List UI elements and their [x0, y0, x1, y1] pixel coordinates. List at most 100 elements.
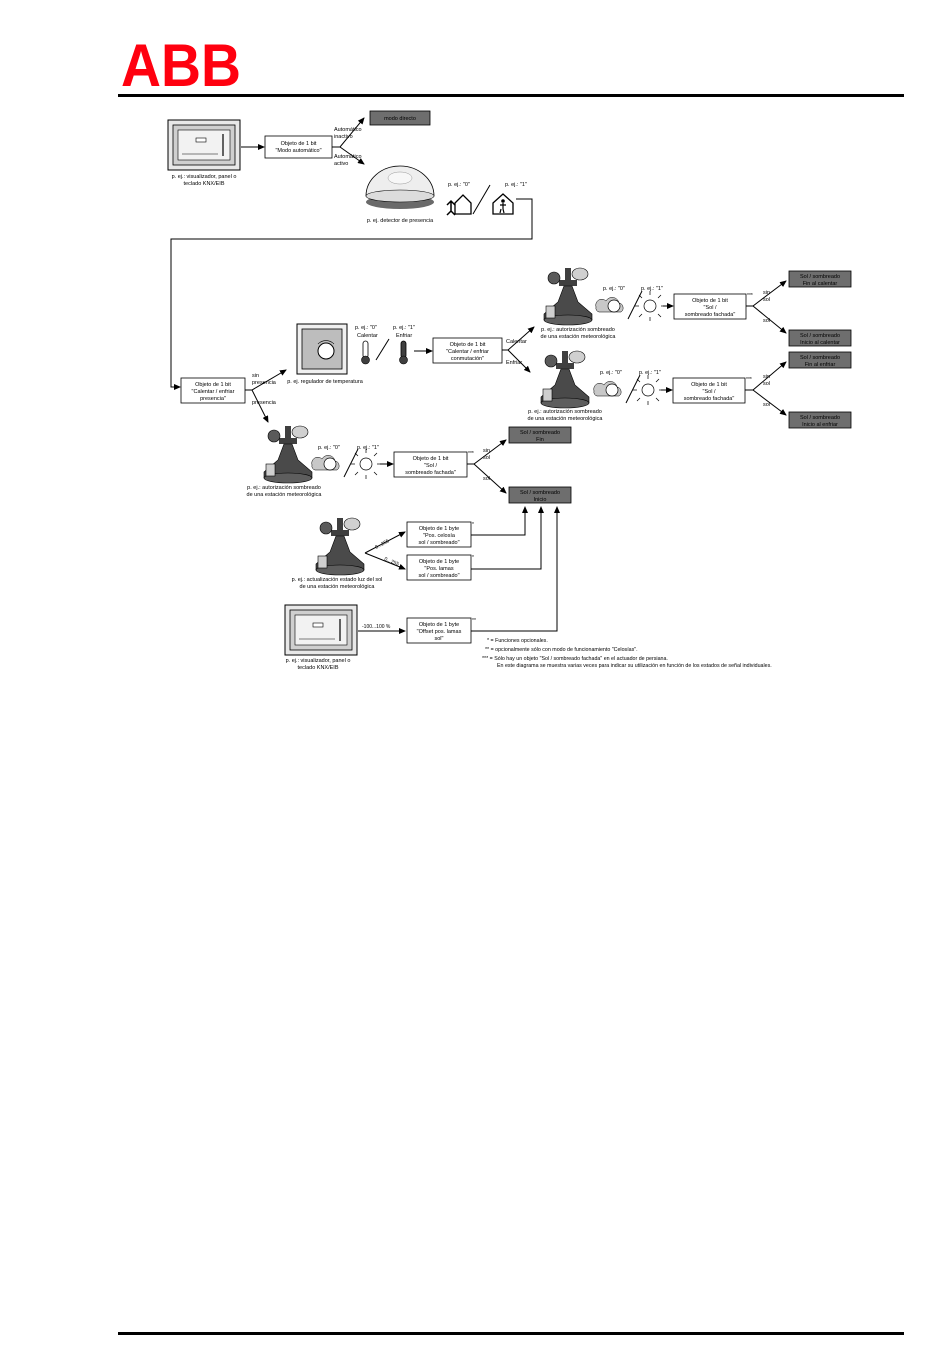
label: sol [483, 455, 490, 461]
label: presencia [252, 400, 277, 406]
label: p. ej.: "0" [355, 325, 377, 331]
svg-text:Sol / sombreado: Sol / sombreado [520, 490, 560, 496]
label: sol [763, 318, 770, 324]
object-sol-fachada-calentar: Objeto de 1 bit "Sol / sombreado fachada… [673, 293, 747, 320]
result-fin: Sol / sombreado Fin [508, 426, 572, 444]
footnote-mark: *** [747, 293, 753, 299]
result-fin-calentar: Sol / sombreado Fin al calentar [788, 270, 852, 288]
label: Enfriar [396, 333, 412, 339]
label: 0...255 [374, 538, 391, 551]
label: sin [763, 290, 770, 296]
arrow [752, 389, 787, 416]
svg-text:En este diagrama se muestra va: En este diagrama se muestra varias veces… [497, 663, 772, 669]
svg-text:sombreado fachada": sombreado fachada" [405, 470, 456, 476]
connector [471, 506, 560, 632]
label: activo [334, 161, 348, 167]
footnotes: * = Funciones opcionales. ** = opcionalm… [482, 638, 772, 669]
label: -100...100 % [362, 624, 391, 630]
label: sol [763, 297, 770, 303]
svg-text:"Pos. celosía: "Pos. celosía [423, 533, 456, 539]
label: sin [763, 374, 770, 380]
label: p. ej.: "1" [393, 325, 415, 331]
footnote-mark: *** [468, 451, 474, 457]
svg-text:Fin al enfriar: Fin al enfriar [805, 362, 836, 368]
label: Automático [334, 154, 362, 160]
svg-text:sol": sol" [435, 636, 444, 642]
separator [375, 338, 390, 361]
caption: de una estación meteorológica [247, 492, 323, 498]
label: p. ej.: "1" [357, 445, 379, 451]
label: 0...255 [383, 556, 400, 567]
caption: de una estación meteorológica [300, 584, 376, 590]
label: Calentar [506, 339, 527, 345]
svg-text:ABB: ABB [121, 40, 241, 87]
caption: p. ej. regulador de temperatura [287, 379, 363, 385]
result-modo-directo: modo directo [369, 110, 431, 126]
label: sol [763, 381, 770, 387]
result-inicio: Sol / sombreado Inicio [508, 486, 572, 504]
connector [471, 506, 544, 570]
svg-text:Objeto de 1 bit: Objeto de 1 bit [450, 342, 486, 348]
svg-text:"Calentar / enfriar: "Calentar / enfriar [446, 349, 489, 355]
arrow [364, 552, 406, 570]
label: inactivo [334, 134, 353, 140]
object-sol-fachada-enfriar: Objeto de 1 bit "Sol / sombreado fachada… [672, 377, 746, 404]
result-fin-enfriar: Sol / sombreado Fin al enfriar [788, 351, 852, 369]
separator [472, 184, 491, 215]
svg-text:*** = Sólo hay un objeto "Sol: *** = Sólo hay un objeto "Sol / sombread… [482, 656, 668, 662]
caption: p. ej.: autorización sombreado [247, 485, 321, 491]
label: p. ej.: "1" [505, 182, 527, 188]
arrow [507, 349, 531, 373]
label: sin [483, 448, 490, 454]
label: p. ej.: "0" [600, 370, 622, 376]
svg-text:Objeto de 1 byte: Objeto de 1 byte [419, 559, 459, 565]
arrow [364, 531, 406, 554]
svg-text:Objeto de 1 bit: Objeto de 1 bit [195, 382, 231, 388]
svg-text:Objeto de 1 bit: Objeto de 1 bit [413, 456, 449, 462]
svg-text:"Calentar / enfriar: "Calentar / enfriar [192, 389, 235, 395]
svg-text:sol / sombreado": sol / sombreado" [418, 540, 459, 546]
svg-text:Objeto de 1 byte: Objeto de 1 byte [419, 622, 459, 628]
svg-text:sombreado fachada": sombreado fachada" [685, 312, 736, 318]
svg-text:Inicio: Inicio [534, 497, 547, 503]
label: p. ej.: "1" [639, 370, 661, 376]
svg-text:Sol / sombreado: Sol / sombreado [800, 415, 840, 421]
arrow [473, 463, 507, 494]
thermometer-hot-icon [399, 340, 408, 365]
house-occupied-icon [492, 193, 514, 215]
svg-text:teclado KNX/EIB: teclado KNX/EIB [298, 665, 339, 671]
object-pos-lamas: Objeto de 1 byte "Pos. lamas sol / sombr… [406, 554, 472, 581]
panel-bottom: p. ej.: visualizador, panel o teclado KN… [284, 604, 358, 671]
svg-text:teclado KNX/EIB: teclado KNX/EIB [184, 181, 225, 187]
thermometer-cold-icon [361, 340, 370, 365]
cloud-sun-icon [593, 374, 664, 406]
svg-text:Objeto de 1 bit: Objeto de 1 bit [281, 141, 317, 147]
weather-station-icon [263, 425, 313, 484]
label: p. ej.: "0" [603, 286, 625, 292]
weather-station-icon [540, 350, 590, 409]
label: presencia [252, 380, 277, 386]
label: sin [252, 373, 259, 379]
svg-text:Inicio al calentar: Inicio al calentar [800, 340, 840, 346]
arrow [251, 389, 269, 423]
cloud-sun-icon [311, 448, 382, 480]
svg-text:Sol / sombreado: Sol / sombreado [800, 355, 840, 361]
footnote-mark: *** [746, 377, 752, 383]
object-modo-automatico: Objeto de 1 bit "Modo automático" [264, 135, 333, 159]
svg-text:Objeto de 1 byte: Objeto de 1 byte [419, 526, 459, 532]
label: Enfriar [506, 360, 522, 366]
caption: p. ej.: autorización sombreado [528, 409, 602, 415]
object-offset-lamas: Objeto de 1 byte "Offset pos. lamas sol" [406, 617, 472, 644]
caption: p. ej.: actualización estado luz del sol [292, 577, 383, 583]
object-calentar-enfriar-presencia: Objeto de 1 bit "Calentar / enfriar pres… [180, 377, 246, 404]
svg-text:Fin al calentar: Fin al calentar [803, 281, 838, 287]
svg-text:"Sol /: "Sol / [424, 463, 437, 469]
svg-text:presencia": presencia" [200, 396, 226, 402]
svg-text:modo directo: modo directo [384, 116, 416, 122]
caption: p. ej.: autorización sombreado [541, 327, 615, 333]
object-calentar-enfriar-conmutacion: Objeto de 1 bit "Calentar / enfriar conm… [432, 337, 503, 364]
footnote-mark: * [472, 555, 474, 561]
svg-text:"Pos. lamas: "Pos. lamas [424, 566, 453, 572]
